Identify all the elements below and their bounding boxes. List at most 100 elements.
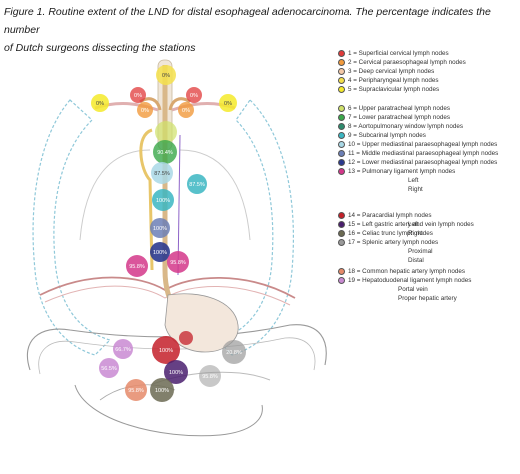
rib-left	[79, 149, 151, 241]
legend-label: 12 = Lower mediastinal paraesophageal ly…	[348, 159, 498, 166]
svg-text:0%: 0%	[190, 93, 198, 99]
svg-text:100%: 100%	[153, 226, 167, 232]
legend-swatch	[338, 114, 345, 121]
legend-swatch	[338, 268, 345, 275]
station-7: 90.4%	[153, 140, 177, 164]
legend-swatch	[338, 105, 345, 112]
station-13-left: 95.8%	[126, 255, 148, 277]
svg-text:56.5%: 56.5%	[101, 366, 117, 372]
station-19-portal: 66.7%	[113, 339, 133, 359]
legend-label: 11 = Middle mediastinal paraesophageal l…	[348, 150, 499, 157]
rib-right	[179, 149, 251, 241]
svg-text:95.8%: 95.8%	[129, 264, 145, 270]
legend-label: 1 = Superficial cervical lymph nodes	[348, 50, 449, 57]
legend-label: 4 = Peripharyngeal lymph nodes	[348, 77, 439, 84]
station-14: 100%	[152, 336, 180, 364]
svg-text:100%: 100%	[155, 388, 169, 394]
legend-swatch	[338, 212, 345, 219]
diaphragm-inner	[44, 285, 291, 306]
legend-swatch	[338, 59, 345, 66]
svg-text:95.8%: 95.8%	[202, 374, 218, 380]
caption-line-2: of Dutch surgeons dissecting the station…	[4, 42, 196, 54]
legend-swatch	[338, 68, 345, 75]
station-6	[155, 121, 177, 143]
legend-sublabel: Distal	[408, 257, 424, 264]
aorta	[139, 128, 154, 271]
station-10: 100%	[152, 189, 174, 211]
station-11: 100%	[150, 218, 170, 238]
station-9: 87.5%	[151, 162, 173, 184]
svg-text:87.5%: 87.5%	[189, 182, 205, 188]
svg-text:20.8%: 20.8%	[226, 350, 242, 356]
station-1-left: 0%	[130, 87, 146, 103]
station-17: 20.8%	[222, 340, 246, 364]
legend-swatch	[338, 77, 345, 84]
svg-text:87.5%: 87.5%	[154, 171, 170, 177]
legend-sublabel: Right	[408, 186, 423, 193]
svg-text:90.4%: 90.4%	[157, 150, 173, 156]
legend-swatch	[338, 50, 345, 57]
legend-sublabel: Left	[408, 177, 419, 184]
legend-label: 10 = Upper mediastinal paraesophageal ly…	[348, 141, 498, 148]
legend-swatch	[338, 150, 345, 157]
legend-label: 16 = Celiac trunc lymph nodes	[348, 230, 433, 237]
legend-swatch	[338, 168, 345, 175]
figure-caption: Figure 1. Routine extent of the LND for …	[4, 3, 516, 57]
anatomical-diagram: 0% 0% 0% 0% 0% 0% 0% 90.4% 87.5% 87.5% 1…	[26, 59, 327, 437]
legend-label: 14 = Paracardial lymph nodes	[348, 212, 432, 219]
station-2-left: 0%	[137, 102, 153, 118]
legend-label: 15 = Left gastric artery and vein lymph …	[348, 221, 474, 228]
svg-text:95.8%: 95.8%	[128, 388, 144, 394]
legend-label: 19 = Hepatoduodenal ligament lymph nodes	[348, 277, 472, 284]
legend-label: 7 = Lower paratracheal lymph nodes	[348, 114, 451, 121]
legend-sublabel: Right	[408, 230, 423, 237]
svg-text:66.7%: 66.7%	[115, 347, 131, 353]
legend-swatch	[338, 86, 345, 93]
legend-label: 3 = Deep cervical lymph nodes	[348, 68, 435, 75]
duodenum	[74, 384, 263, 437]
legend-label: 8 = Aortopulmonary window lymph nodes	[348, 123, 463, 130]
station-12: 100%	[150, 242, 170, 262]
station-2-right: 0%	[178, 102, 194, 118]
svg-text:0%: 0%	[141, 108, 149, 114]
legend-label: 17 = Splenic artery lymph nodes	[348, 239, 439, 246]
legend-label: 9 = Subcarinal lymph nodes	[348, 132, 426, 139]
svg-text:0%: 0%	[182, 108, 190, 114]
station-17-distal: 95.8%	[199, 365, 221, 387]
legend-sublabel: Portal vein	[398, 286, 428, 293]
svg-text:0%: 0%	[96, 101, 104, 107]
legend-label: 5 = Supraclavicular lymph nodes	[348, 86, 440, 93]
caption-line-1: Figure 1. Routine extent of the LND for …	[4, 6, 491, 36]
legend-swatch	[338, 123, 345, 130]
legend-swatch	[338, 221, 345, 228]
station-13-right: 95.8%	[167, 251, 189, 273]
chest-outline	[32, 99, 112, 356]
legend-swatch	[338, 277, 345, 284]
svg-text:0%: 0%	[134, 93, 142, 99]
svg-text:95.8%: 95.8%	[170, 260, 186, 266]
legend-swatch	[338, 141, 345, 148]
legend-label: 6 = Upper paratracheal lymph nodes	[348, 105, 451, 112]
svg-text:100%: 100%	[159, 348, 173, 354]
legend-sublabel: Left	[408, 221, 419, 228]
svg-text:100%: 100%	[169, 370, 183, 376]
station-1-right: 0%	[186, 87, 202, 103]
legend-sublabel: Proximal	[408, 248, 433, 255]
legend-swatch	[338, 159, 345, 166]
legend-sublabel: Proper hepatic artery	[398, 295, 457, 302]
station-15: 100%	[164, 360, 188, 384]
svg-text:0%: 0%	[162, 73, 170, 79]
legend-label: 13 = Pulmonary ligament lymph nodes	[348, 168, 456, 175]
station-4: 0%	[156, 65, 176, 85]
station-5-right: 0%	[219, 94, 237, 112]
station-14b	[179, 331, 193, 345]
legend-swatch	[338, 239, 345, 246]
station-16: 100%	[150, 378, 174, 402]
legend-swatch	[338, 230, 345, 237]
station-8: 87.5%	[187, 174, 207, 194]
legend-label: 18 = Common hepatic artery lymph nodes	[348, 268, 466, 275]
legend-label: 2 = Cervical paraesophageal lymph nodes	[348, 59, 466, 66]
svg-text:100%: 100%	[156, 198, 170, 204]
station-19-hepatic: 56.5%	[99, 358, 119, 378]
station-5-left: 0%	[91, 94, 109, 112]
